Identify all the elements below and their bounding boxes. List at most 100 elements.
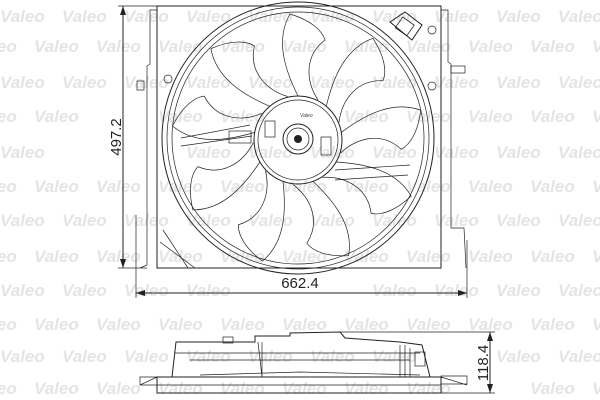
shaft-center [294, 135, 302, 143]
watermark-logo: Valeo [282, 177, 327, 196]
watermark-logo: Valeo [372, 143, 417, 162]
watermark-logo: Valeo [592, 315, 600, 334]
shroud-outer-ring [161, 1, 435, 275]
motor-struts [180, 124, 411, 181]
frame-outline [156, 5, 442, 269]
watermark-logo: Valeo [372, 347, 417, 366]
watermark-logo: Valeo [496, 7, 541, 26]
watermark-logo: Valeo [372, 7, 417, 26]
watermark-logo: Valeo [530, 315, 575, 334]
watermark-logo: Valeo [558, 281, 600, 300]
watermark-logo: Valeo [0, 211, 45, 230]
fan-blades [172, 13, 422, 262]
watermark-logo: Valeo [434, 211, 479, 230]
watermark-logo: Valeo [372, 211, 417, 230]
watermark-logo: Valeo [496, 347, 541, 366]
watermark-logo: Valeo [468, 247, 513, 266]
hub-label-plate [264, 120, 276, 138]
watermark-logo: Valeo [248, 211, 293, 230]
fan-blade [322, 161, 412, 215]
watermark-logo: Valeo [0, 177, 17, 196]
watermark-logo: Valeo [186, 7, 231, 26]
watermark-logo: Valeo [34, 37, 79, 56]
watermark-logo: Valeo [282, 37, 327, 56]
watermark-logo: Valeo [0, 7, 45, 26]
watermark-logo: Valeo [282, 379, 327, 398]
watermark-logo: Valeo [220, 315, 265, 334]
fan-blade [238, 170, 285, 262]
watermark-logo: Valeo [220, 177, 265, 196]
watermark-logo: Valeo [186, 73, 231, 92]
watermark-logo: Valeo [468, 37, 513, 56]
watermark-logo: Valeo [406, 177, 451, 196]
watermark-logo: Valeo [96, 315, 141, 334]
watermark-logo: Valeo [468, 315, 513, 334]
watermark-logo: Valeo [344, 177, 389, 196]
watermark-logo: Valeo [558, 7, 600, 26]
watermark-logo: Valeo [0, 347, 45, 366]
watermark-logo: Valeo [0, 143, 45, 162]
watermark-logo: Valeo [468, 177, 513, 196]
hub-logo: Valeo [300, 113, 313, 119]
watermark-logo: Valeo [186, 281, 231, 300]
resistor-connector [394, 16, 415, 37]
mount-hole [163, 74, 173, 84]
watermark-logo: Valeo [434, 143, 479, 162]
watermark-logo: Valeo [220, 379, 265, 398]
watermark-logo: Valeo [434, 73, 479, 92]
watermark-logo: Valeo [186, 143, 231, 162]
watermark-logo: Valeo [248, 143, 293, 162]
watermark-logo: Valeo [124, 281, 169, 300]
frame-corner [159, 229, 196, 269]
watermark-logo: Valeo [34, 379, 79, 398]
fan-blade [292, 181, 350, 257]
watermark-logo: Valeo [96, 379, 141, 398]
watermark-logo: Valeo [530, 177, 575, 196]
watermark-logo: Valeo [158, 107, 203, 126]
watermark-logo: Valeo [496, 281, 541, 300]
watermark-logo: Valeo [220, 107, 265, 126]
watermark-logo: Valeo [592, 379, 600, 398]
watermark-logo: Valeo [592, 177, 600, 196]
depth-label: 118.4 [475, 345, 492, 381]
watermark-logo: Valeo [34, 315, 79, 334]
shaft-ring [286, 127, 310, 151]
watermark-logo: Valeo [372, 281, 417, 300]
mount-hole [427, 25, 437, 35]
side-clip [450, 65, 466, 74]
watermark-logo: Valeo [434, 7, 479, 26]
watermark-logo: Valeo [310, 211, 355, 230]
height-label: 497.2 [108, 118, 125, 156]
watermark-logo: Valeo [406, 315, 451, 334]
connector-port [320, 136, 332, 156]
watermark-logo: Valeo [0, 379, 17, 398]
watermark-logo: Valeo [124, 211, 169, 230]
dimension-depth: 118.4 [340, 331, 495, 394]
watermark-logo: Valeo [0, 315, 17, 334]
watermark-logo: Valeo [186, 211, 231, 230]
dimension-width: 662.4 [135, 215, 468, 298]
watermark-logo: Valeo [124, 347, 169, 366]
watermark-logo: Valeo [310, 347, 355, 366]
watermark-logo: Valeo [558, 211, 600, 230]
watermark-logo: Valeo [62, 281, 107, 300]
watermark-logo: Valeo [220, 37, 265, 56]
watermark-logo: Valeo [62, 211, 107, 230]
watermark-logo: Valeo [530, 247, 575, 266]
watermark-logo: Valeo [530, 37, 575, 56]
watermark-logo: Valeo [62, 7, 107, 26]
watermark-logo: Valeo [406, 247, 451, 266]
dimension-height: 497.2 [108, 5, 157, 269]
watermark-logo: Valeo [558, 73, 600, 92]
watermark-logo: Valeo [496, 73, 541, 92]
front-view: Valeo [136, 1, 467, 275]
watermark-logo: Valeo [282, 315, 327, 334]
watermark-logo: Valeo [62, 347, 107, 366]
watermark-logo: Valeo [310, 73, 355, 92]
watermark-logo: Valeo [124, 73, 169, 92]
mount-hole [427, 81, 437, 91]
watermark-logo: Valeo [158, 177, 203, 196]
